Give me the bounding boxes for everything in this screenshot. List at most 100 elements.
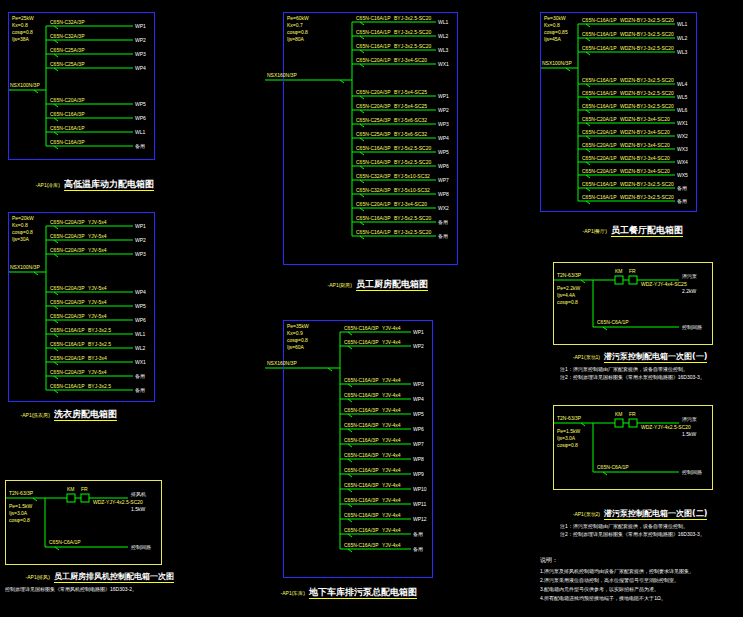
breaker-spec: C65N-C16A/1P — [582, 91, 616, 96]
breaker-symbol — [54, 376, 58, 379]
breaker-spec: C65N-C16A/1P — [356, 16, 390, 21]
cable-spec: YJV-4x4 — [382, 438, 401, 443]
outgoing-circuit — [46, 254, 133, 255]
circuit-number: WP4 — [438, 136, 449, 141]
contactor-symbol — [615, 276, 623, 284]
breaker-symbol — [54, 54, 58, 57]
outgoing-circuit — [578, 201, 675, 202]
busbar — [46, 26, 47, 146]
load-data: Ijs=38A — [12, 37, 29, 42]
drawing-title: 员工餐厅配电箱图 — [611, 225, 683, 237]
outgoing-circuit — [46, 104, 133, 105]
circuit-number: WP5 — [438, 150, 449, 155]
drawing-title: 潜污泵控制配电箱一次图(二) — [604, 509, 707, 520]
breaker-spec: C65N-C20A/3P — [50, 248, 84, 253]
breaker-spec: C65N-C16A/3P — [356, 160, 390, 165]
breaker-spec: C65N-C32A/3P — [50, 20, 84, 25]
panel-code: -AP1(泵坑1) — [573, 355, 600, 360]
breaker-symbol — [54, 68, 58, 71]
circuit-number: WP10 — [413, 487, 427, 492]
cable-spec: YJV-5x4 — [88, 286, 107, 291]
circuit-number: WL1 — [677, 22, 687, 27]
breaker-symbol — [360, 208, 364, 211]
cable-spec: BYJ-5x2.5-SC20 — [394, 216, 431, 221]
circuit-number: 备用 — [135, 144, 145, 149]
device-code: KM — [67, 487, 75, 492]
breaker-symbol — [586, 188, 590, 191]
distribution-panel: 员工厨房配电箱图 — [283, 12, 458, 265]
breaker-symbol — [34, 90, 38, 93]
breaker-spec: C65N-C6A/1P — [49, 540, 81, 545]
circuit-number: WX2 — [438, 206, 449, 211]
busbar — [340, 332, 341, 549]
breaker-symbol — [348, 444, 352, 447]
general-note: 2.潜污泵采用液位自动控制，高水位报警信号引至消防控制室。 — [540, 578, 679, 583]
cable-spec: YJV-4x4 — [382, 340, 401, 345]
panel-code: -AP1(泵坑2) — [573, 512, 600, 517]
breaker-spec: C65N-C32A/3P — [356, 174, 390, 179]
panel-code: -AP1(排风) — [26, 575, 50, 580]
outgoing-circuit — [578, 97, 675, 98]
device-code: KM — [615, 412, 623, 417]
outgoing-circuit — [352, 236, 436, 237]
breaker-spec: C65N-C16A/3P — [344, 340, 378, 345]
note: 注1：潜污泵控制箱由厂家配套提供，设备自带液位控制。 — [560, 367, 688, 372]
load-data: Ijs=4.4A — [557, 293, 575, 298]
cable-spec: YJV-5x4 — [88, 220, 107, 225]
cable-spec: BYJ-3x2.5 — [88, 328, 111, 333]
main-breaker-spec: NSX100N/3P — [10, 83, 40, 88]
outgoing-circuit — [46, 390, 133, 391]
circuit-number: WP8 — [438, 192, 449, 197]
load-data: Ijs=60A — [287, 345, 304, 350]
breaker-symbol — [360, 124, 364, 127]
circuit-number: WP5 — [135, 304, 146, 309]
cable-spec: WDZN-BYJ-3x2.5-SC20 — [620, 78, 674, 83]
breaker-symbol — [360, 166, 364, 169]
outgoing-circuit — [352, 64, 436, 65]
breaker-symbol — [54, 348, 58, 351]
circuit-number: WL2 — [438, 34, 448, 39]
cable-spec: BYJ-5x2.5-SC20 — [394, 146, 431, 151]
breaker-spec: C65N-C16A/1P — [356, 44, 390, 49]
breaker-spec: C65N-C20A/3P — [50, 220, 84, 225]
breaker-spec: C65N-C16A/1P — [582, 32, 616, 37]
breaker-symbol — [360, 236, 364, 239]
breaker-symbol — [360, 64, 364, 67]
breaker-symbol — [360, 222, 364, 225]
circuit-number: WP8 — [413, 457, 424, 462]
breaker-spec: C65N-C16A/1P — [582, 104, 616, 109]
circuit-number: WX1 — [438, 62, 449, 67]
breaker-symbol — [348, 489, 352, 492]
breaker-symbol — [55, 547, 59, 550]
cable-spec: BYJ-3x2.5 — [88, 384, 111, 389]
drawing-title: 潜污泵控制配电箱一次图(一) — [604, 352, 707, 363]
circuit-number: WP11 — [413, 502, 426, 507]
thermal-relay-symbol — [629, 419, 637, 427]
breaker-spec: C65N-C16A/3P — [344, 438, 378, 443]
load-data: cosφ=0.8 — [12, 30, 33, 35]
outgoing-circuit — [340, 399, 411, 400]
circuit-name: 控制回路 — [682, 325, 702, 330]
outgoing-circuit — [352, 180, 436, 181]
breaker-spec: C65N-C25A/3P — [50, 48, 84, 53]
outgoing-circuit — [578, 162, 675, 163]
cable-spec: BYJ-3x4-SC20 — [394, 58, 427, 63]
panel-code: -AP1(餐厅) — [583, 229, 607, 234]
circuit-number: WP9 — [413, 472, 424, 477]
circuit-number: WX3 — [677, 147, 688, 152]
circuit-number: 备用 — [438, 220, 448, 225]
outgoing-circuit — [578, 38, 675, 39]
outgoing-circuit — [578, 52, 675, 53]
breaker-symbol — [54, 292, 58, 295]
breaker-symbol — [586, 84, 590, 87]
cable-spec: WDZ-YJY-4x4-SC25 — [641, 282, 687, 287]
breaker-symbol — [360, 138, 364, 141]
circuit-number: WL4 — [677, 82, 687, 87]
outgoing-circuit — [578, 136, 675, 137]
busbar — [578, 24, 579, 201]
main-breaker-spec: T2N-63/3P — [9, 491, 33, 496]
outgoing-circuit — [46, 54, 133, 55]
load-data: Ijs=3.0A — [557, 436, 575, 441]
circuit-number: WL1 — [135, 130, 145, 135]
